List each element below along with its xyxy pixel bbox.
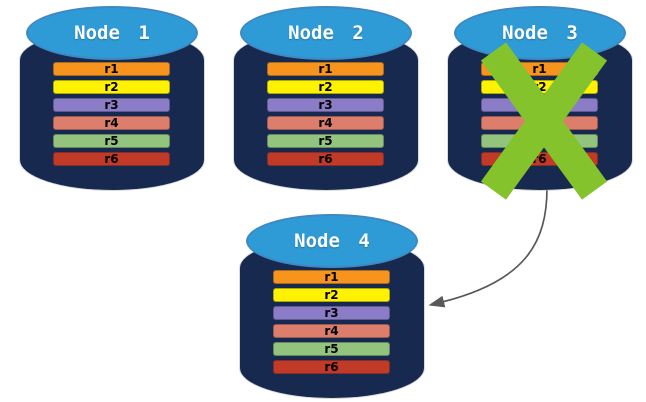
record-r5: r5 (273, 342, 390, 356)
x-cross-icon (480, 41, 608, 200)
arrow-curve (428, 187, 548, 308)
record-r6: r6 (273, 360, 390, 374)
record-r5: r5 (267, 134, 384, 148)
node-title: Node 3 (502, 22, 578, 44)
record-r3: r3 (273, 306, 390, 320)
record-r1: r1 (267, 62, 384, 76)
cylinder-top: Node 4 (246, 214, 418, 268)
record-r1: r1 (53, 62, 170, 76)
record-r3: r3 (53, 98, 170, 112)
record-r2: r2 (273, 288, 390, 302)
record-list: r1 r2 r3 r4 r5 r6 (267, 62, 384, 170)
record-list: r1 r2 r3 r4 r5 r6 (273, 270, 390, 378)
database-node: Node 4 r1 r2 r3 r4 r5 r6 (240, 212, 424, 398)
database-node: Node 1 r1 r2 r3 r4 r5 r6 (20, 4, 204, 190)
record-r4: r4 (273, 324, 390, 338)
record-r1: r1 (273, 270, 390, 284)
record-r5: r5 (53, 134, 170, 148)
node-title: Node 2 (288, 22, 364, 44)
cylinder-top: Node 2 (240, 6, 412, 60)
record-r3: r3 (267, 98, 384, 112)
record-r2: r2 (53, 80, 170, 94)
cylinder-top: Node 3 (454, 6, 626, 60)
node-title: Node 1 (74, 22, 150, 44)
record-r2: r2 (267, 80, 384, 94)
record-r4: r4 (267, 116, 384, 130)
cylinder-top: Node 1 (26, 6, 198, 60)
database-node: Node 2 r1 r2 r3 r4 r5 r6 (234, 4, 418, 190)
record-r4: r4 (53, 116, 170, 130)
node-title: Node 4 (294, 230, 370, 252)
record-list: r1 r2 r3 r4 r5 r6 (53, 62, 170, 170)
record-r6: r6 (53, 152, 170, 166)
record-r6: r6 (267, 152, 384, 166)
